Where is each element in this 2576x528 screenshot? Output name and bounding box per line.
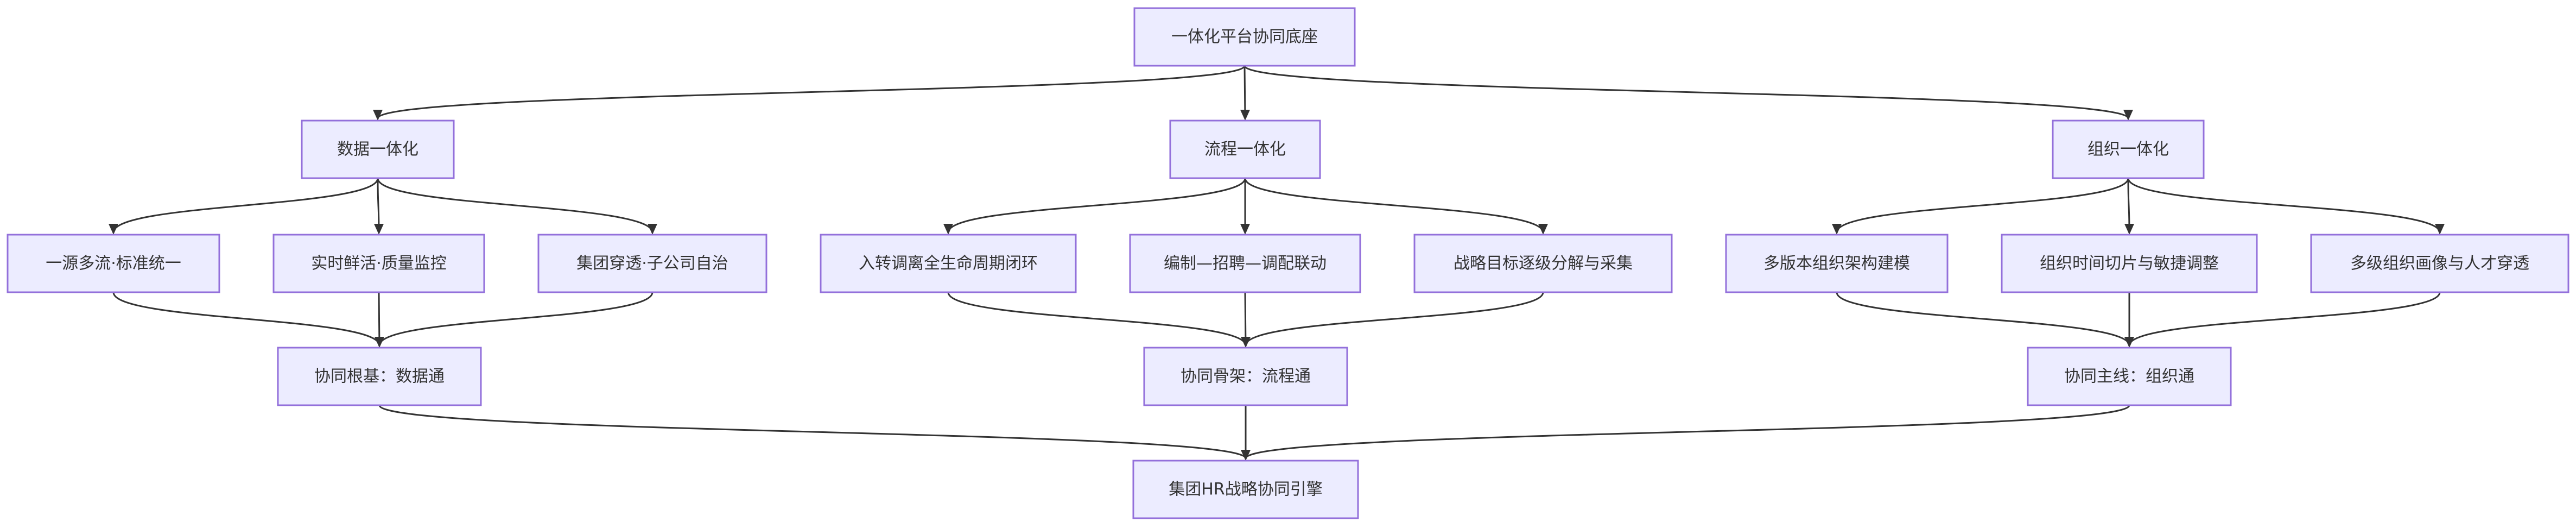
edge-root-to-org: [1243, 65, 2129, 119]
node-root: 一体化平台协同底座: [1133, 7, 1356, 67]
node-label-process: 流程一体化: [1204, 140, 1286, 159]
node-org-hub: 协同主线：组织通: [2027, 347, 2232, 406]
node-box-org: [2052, 120, 2205, 179]
arrowhead-process-hub: [1241, 337, 1251, 348]
node-label-p3: 战略目标逐级分解与采集: [1454, 254, 1633, 273]
arrowhead-process: [1240, 110, 1250, 121]
node-box-d1: [7, 234, 220, 293]
node-o3: 多级组织画像与人才穿透: [2310, 234, 2569, 293]
node-box-org-hub: [2027, 347, 2232, 406]
node-box-p2: [1129, 234, 1361, 293]
node-box-root: [1133, 7, 1356, 67]
edge-p2-to-process-hub: [1244, 292, 1247, 346]
arrowhead-d2: [374, 224, 384, 235]
edge-process-to-p3: [1244, 178, 1544, 233]
edge-data-hub-to-engine: [378, 405, 1247, 459]
node-engine: 集团HR战略协同引擎: [1132, 460, 1359, 519]
node-label-o2: 组织时间切片与敏捷调整: [2040, 254, 2219, 273]
node-label-org-hub: 协同主线：组织通: [2064, 367, 2194, 386]
arrowhead-d1: [109, 224, 118, 235]
node-box-p1: [820, 234, 1077, 293]
edge-layer: [109, 65, 2445, 461]
edge-d3-to-data-hub: [378, 292, 653, 346]
arrowhead-o1: [1832, 224, 1842, 235]
edge-org-to-o3: [2127, 178, 2441, 233]
node-label-p2: 编制—招聘—调配联动: [1164, 254, 1327, 273]
node-box-engine: [1132, 460, 1359, 519]
node-box-o3: [2310, 234, 2569, 293]
node-label-o3: 多级组织画像与人才穿透: [2350, 254, 2529, 273]
node-d3: 集团穿透·子公司自治: [537, 234, 767, 293]
arrowhead-data: [373, 110, 383, 121]
node-box-process-hub: [1143, 347, 1348, 406]
node-process: 流程一体化: [1169, 120, 1321, 179]
arrowhead-p2: [1240, 224, 1250, 235]
arrowhead-d3: [648, 224, 657, 235]
node-box-o1: [1725, 234, 1949, 293]
node-box-process: [1169, 120, 1321, 179]
edge-o1-to-org-hub: [1836, 292, 2130, 346]
node-label-data-hub: 协同根基：数据通: [314, 367, 445, 386]
node-box-data-hub: [277, 347, 482, 406]
node-p3: 战略目标逐级分解与采集: [1413, 234, 1673, 293]
arrowhead-engine: [1241, 450, 1251, 461]
edge-data-to-d3: [377, 178, 653, 233]
edge-org-hub-to-engine: [1245, 405, 2130, 459]
node-box-p3: [1413, 234, 1673, 293]
arrowhead-p1: [943, 224, 953, 235]
node-d2: 实时鲜活·质量监控: [272, 234, 485, 293]
node-label-o1: 多版本组织架构建模: [1763, 254, 1910, 273]
node-box-d3: [537, 234, 767, 293]
node-label-engine: 集团HR战略协同引擎: [1169, 480, 1322, 499]
arrowhead-o2: [2124, 224, 2134, 235]
node-box-data: [301, 120, 455, 179]
edge-org-to-o1: [1836, 178, 2129, 233]
node-label-d3: 集团穿透·子公司自治: [576, 254, 728, 273]
node-label-p1: 入转调离全生命周期闭环: [859, 254, 1038, 273]
node-p2: 编制—招聘—调配联动: [1129, 234, 1361, 293]
edge-p1-to-process-hub: [947, 292, 1247, 346]
node-box-o2: [2001, 234, 2258, 293]
edge-data-to-d1: [112, 178, 379, 233]
node-p1: 入转调离全生命周期闭环: [820, 234, 1077, 293]
node-label-org: 组织一体化: [2088, 140, 2169, 159]
arrowhead-data-hub: [375, 337, 384, 348]
node-o2: 组织时间切片与敏捷调整: [2001, 234, 2258, 293]
edge-p3-to-process-hub: [1245, 292, 1544, 346]
edge-process-to-p1: [947, 178, 1246, 233]
node-label-root: 一体化平台协同底座: [1171, 28, 1318, 47]
node-label-d2: 实时鲜活·质量监控: [311, 254, 447, 273]
node-label-process-hub: 协同骨架：流程通: [1181, 367, 1311, 386]
node-box-d2: [272, 234, 485, 293]
arrowhead-org-hub: [2124, 337, 2134, 348]
edge-d1-to-data-hub: [112, 292, 380, 346]
node-o1: 多版本组织架构建模: [1725, 234, 1949, 293]
edge-root-to-data: [377, 65, 1246, 119]
node-data-hub: 协同根基：数据通: [277, 347, 482, 406]
arrowhead-org: [2123, 110, 2133, 121]
arrowhead-p3: [1538, 224, 1548, 235]
node-data: 数据一体化: [301, 120, 455, 179]
node-process-hub: 协同骨架：流程通: [1143, 347, 1348, 406]
node-org: 组织一体化: [2052, 120, 2205, 179]
node-d1: 一源多流·标准统一: [7, 234, 220, 293]
edge-o3-to-org-hub: [2128, 292, 2441, 346]
node-label-data: 数据一体化: [337, 140, 418, 159]
arrowhead-o3: [2435, 224, 2445, 235]
node-label-d1: 一源多流·标准统一: [46, 254, 181, 273]
